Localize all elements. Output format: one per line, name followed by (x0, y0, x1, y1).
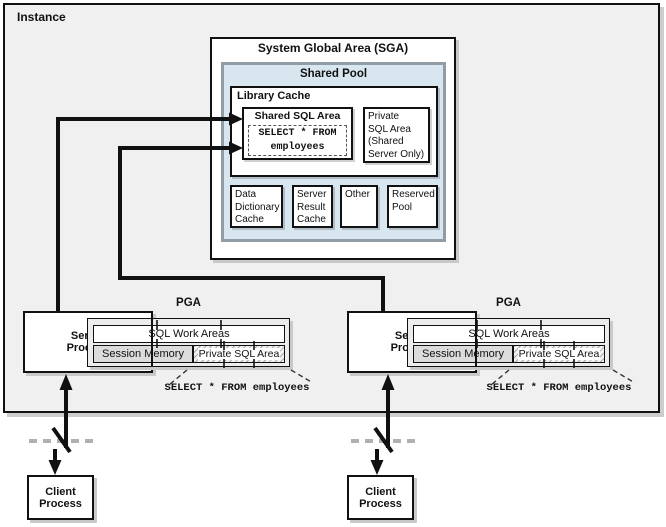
private-sql-area-right: Private SQL Area (513, 345, 605, 363)
server-process-right-edge-line (474, 318, 477, 367)
private-sql-area-left-label: Private SQL Area (197, 348, 281, 360)
private-sql-area-shared-server-box: Private SQL Area (Shared Server Only) (363, 107, 430, 163)
client-process-right-box: Client Process (347, 475, 414, 520)
instance-label: Instance (17, 10, 66, 24)
server-result-cache-box: Server Result Cache (292, 185, 333, 228)
data-dictionary-cache-box: Data Dictionary Cache (230, 185, 283, 228)
private-sql-area-left: Private SQL Area (193, 345, 285, 363)
pga-label-left: PGA (176, 297, 201, 309)
lightning-right-down-arrowhead-icon (370, 460, 384, 475)
private-sql-area-right-label: Private SQL Area (517, 348, 601, 360)
library-cache-title: Library Cache (237, 90, 311, 102)
shared-pool-title: Shared Pool (299, 68, 368, 80)
sga-title: System Global Area (SGA) (257, 41, 409, 55)
shared-sql-statement: SELECT * FROM employees (248, 125, 347, 156)
pga-callout-sql-right: SELECT * FROM employees (486, 382, 632, 394)
server-process-left-edge-line (150, 318, 153, 367)
reserved-pool-box: Reserved Pool (387, 185, 438, 228)
session-memory-right: Session Memory (413, 345, 513, 363)
other-box: Other (340, 185, 378, 228)
client-process-left-box: Client Process (27, 475, 94, 520)
sql-work-areas-right: SQL Work Areas (413, 325, 605, 343)
pga-callout-sql-left: SELECT * FROM employees (164, 382, 310, 394)
sql-work-areas-left: SQL Work Areas (93, 325, 285, 343)
session-memory-left: Session Memory (93, 345, 193, 363)
lightning-left-down-arrowhead-icon (48, 460, 62, 475)
pga-label-right: PGA (496, 297, 521, 309)
shared-sql-area-title: Shared SQL Area (254, 110, 341, 122)
